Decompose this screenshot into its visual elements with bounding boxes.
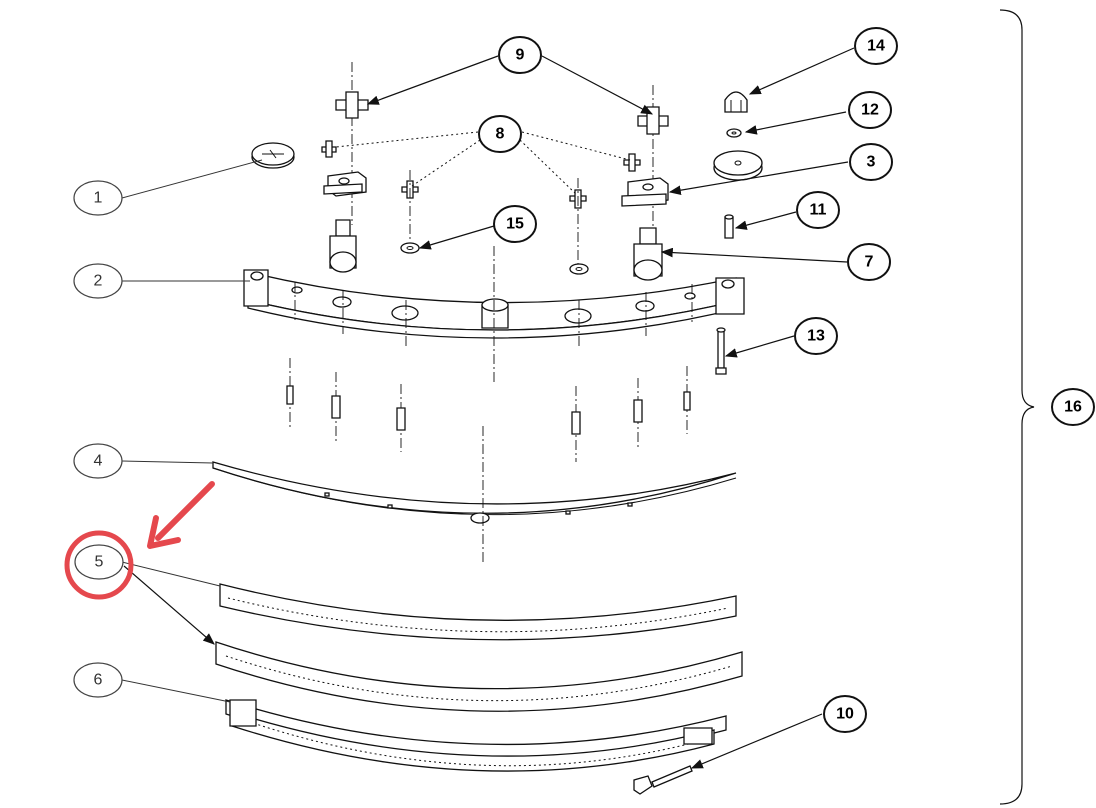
leader-8b <box>411 139 481 187</box>
part-13-long-bolt <box>715 327 727 375</box>
callout-7: 7 <box>847 243 891 281</box>
part-1-disc <box>251 142 295 169</box>
part-6-guard <box>225 699 727 772</box>
svg-text:5: 5 <box>95 554 104 571</box>
leader-8c <box>519 139 577 195</box>
svg-text:2: 2 <box>94 273 103 290</box>
part-9-left-cross <box>335 91 369 119</box>
leader-10 <box>690 713 823 769</box>
part-8-small-cross-1 <box>321 140 337 158</box>
svg-text:14: 14 <box>867 38 885 55</box>
screws-row <box>286 358 691 462</box>
callout-14: 14 <box>854 27 898 65</box>
leader-8d <box>521 131 631 161</box>
callout-5: 5 <box>74 544 124 580</box>
part-14-cap-nut <box>724 91 748 113</box>
leader-12 <box>744 111 847 135</box>
leader-14 <box>748 47 855 95</box>
callout-8: 8 <box>478 115 522 153</box>
part-disc-right <box>713 150 763 181</box>
leader-15 <box>418 225 495 250</box>
svg-text:13: 13 <box>807 328 825 345</box>
svg-text:16: 16 <box>1064 399 1082 416</box>
svg-text:1: 1 <box>94 190 103 207</box>
part-7-caster-right <box>633 227 663 281</box>
leader-13 <box>724 335 795 358</box>
svg-text:6: 6 <box>94 672 103 689</box>
leader-7 <box>660 247 848 263</box>
part-8-small-cross-3 <box>569 178 587 270</box>
leader-11 <box>734 211 797 230</box>
callout-16: 16 <box>1051 388 1095 426</box>
assembly-brace <box>999 9 1035 805</box>
part-7-caster-left <box>329 219 357 273</box>
part-3-bracket-left <box>323 171 367 197</box>
part-2-curved-frame <box>243 269 745 339</box>
leader-9a <box>366 55 499 105</box>
part-10-bolt <box>633 765 693 795</box>
highlight-annotation <box>64 481 215 600</box>
leader-1 <box>121 159 263 199</box>
svg-text:15: 15 <box>506 216 524 233</box>
callout-6: 6 <box>73 662 123 698</box>
part-15-washer-2 <box>569 263 589 275</box>
part-3-bracket-right <box>621 177 669 207</box>
part-8-small-cross-2 <box>401 170 419 240</box>
leader-9b <box>541 55 654 115</box>
leader-8a <box>335 131 479 148</box>
highlight-arrow <box>155 481 215 541</box>
callout-12: 12 <box>848 91 892 129</box>
callout-10: 10 <box>823 695 867 733</box>
callout-4: 4 <box>73 443 123 479</box>
highlight-circle <box>64 530 134 600</box>
svg-text:9: 9 <box>516 47 525 64</box>
leader-4 <box>121 460 214 464</box>
leader-3 <box>668 161 849 195</box>
part-8-small-cross-4 <box>623 153 641 172</box>
callout-1: 1 <box>73 180 123 216</box>
leader-6 <box>121 679 231 703</box>
callout-15: 15 <box>493 205 537 243</box>
callout-13: 13 <box>794 317 838 355</box>
part-12-washer <box>726 128 742 138</box>
leader-5b <box>123 565 215 645</box>
part-11-pin <box>724 214 734 239</box>
part-4-curved-strip <box>212 461 737 524</box>
part-5-strip-lower <box>215 641 743 712</box>
part-5-strip-upper <box>219 583 737 641</box>
svg-text:8: 8 <box>496 126 505 143</box>
svg-text:7: 7 <box>865 254 874 271</box>
svg-text:11: 11 <box>810 202 827 219</box>
svg-text:4: 4 <box>94 453 103 470</box>
part-15-washer-1 <box>400 242 420 254</box>
leader-5a <box>121 561 221 587</box>
svg-text:10: 10 <box>836 706 854 723</box>
callout-2: 2 <box>73 263 123 299</box>
svg-text:12: 12 <box>861 102 879 119</box>
callout-9: 9 <box>498 36 542 74</box>
svg-text:3: 3 <box>867 154 876 171</box>
part-9-right-cross <box>637 106 669 135</box>
callout-11: 11 <box>796 191 840 229</box>
callout-3: 3 <box>849 143 893 181</box>
